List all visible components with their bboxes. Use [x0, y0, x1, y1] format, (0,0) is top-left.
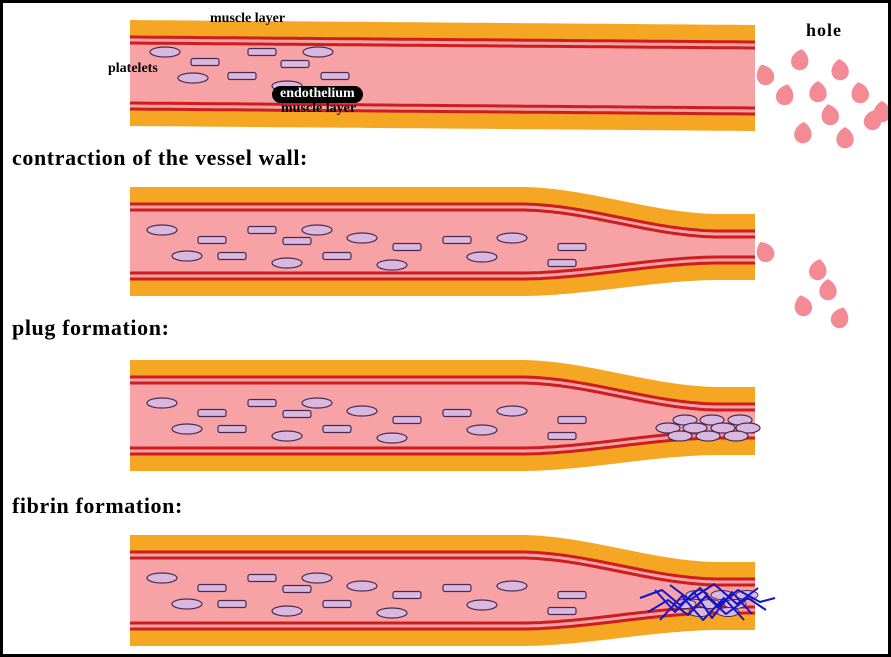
platelet-inactive: [323, 426, 351, 433]
platelet-inactive: [218, 253, 246, 260]
plug-platelet: [668, 431, 692, 441]
platelet: [347, 233, 377, 243]
heading-fibrin-formation: fibrin formation:: [12, 493, 183, 519]
red-blood-cell: [820, 103, 841, 127]
platelet: [497, 581, 527, 591]
platelet: [172, 424, 202, 434]
platelet-inactive: [558, 244, 586, 251]
heading-plug-formation: plug formation:: [12, 315, 170, 341]
platelet-inactive: [283, 586, 311, 593]
red-blood-cell: [836, 127, 853, 148]
red-blood-cell: [753, 62, 777, 88]
platelet: [272, 258, 302, 268]
red-blood-cell: [792, 293, 814, 318]
platelet: [302, 573, 332, 583]
platelet-inactive: [283, 238, 311, 245]
platelet: [302, 225, 332, 235]
platelet: [178, 73, 208, 83]
platelet-inactive: [393, 592, 421, 599]
platelet-inactive: [248, 575, 276, 582]
red-blood-cell: [809, 81, 826, 102]
label-muscle-layer-top: muscle layer: [210, 11, 285, 27]
label-muscle-layer-bottom: muscle layer: [281, 101, 356, 117]
platelet: [302, 398, 332, 408]
plug-platelet: [696, 431, 720, 441]
platelet: [467, 252, 497, 262]
platelet-inactive: [198, 237, 226, 244]
platelet: [147, 398, 177, 408]
platelet: [467, 425, 497, 435]
platelet-inactive: [283, 411, 311, 418]
red-blood-cell: [808, 258, 829, 282]
platelet-inactive: [281, 61, 309, 68]
blood-lumen: [130, 38, 755, 113]
platelet: [497, 233, 527, 243]
red-blood-cell: [819, 279, 836, 300]
platelet: [303, 47, 333, 57]
red-blood-cell: [873, 101, 890, 122]
platelet-inactive: [443, 585, 471, 592]
platelet-inactive: [248, 400, 276, 407]
platelet-inactive: [558, 592, 586, 599]
platelet-inactive: [323, 601, 351, 608]
platelet-inactive: [548, 433, 576, 440]
platelet: [147, 573, 177, 583]
red-blood-cell: [790, 48, 811, 72]
platelet: [347, 581, 377, 591]
platelet: [272, 606, 302, 616]
plug-platelet: [724, 431, 748, 441]
platelet: [172, 599, 202, 609]
platelet-inactive: [198, 585, 226, 592]
red-blood-cell: [752, 238, 777, 265]
vessel-3: [130, 360, 760, 471]
platelet: [272, 431, 302, 441]
red-blood-cell: [793, 121, 812, 144]
platelet-inactive: [548, 260, 576, 267]
vessel-1: [130, 20, 891, 148]
platelet: [150, 47, 180, 57]
platelet: [347, 406, 377, 416]
label-hole: hole: [806, 20, 842, 41]
platelet-inactive: [191, 59, 219, 66]
platelet: [377, 260, 407, 270]
platelet: [377, 608, 407, 618]
platelet-inactive: [548, 608, 576, 615]
platelet-inactive: [218, 426, 246, 433]
red-blood-cell: [830, 58, 849, 81]
heading-contraction: contraction of the vessel wall:: [12, 145, 308, 171]
platelet-inactive: [228, 73, 256, 80]
platelet: [467, 600, 497, 610]
platelet-inactive: [558, 417, 586, 424]
platelet: [497, 406, 527, 416]
red-blood-cell: [850, 81, 871, 105]
platelet: [147, 225, 177, 235]
platelet-inactive: [248, 227, 276, 234]
red-blood-cell: [828, 305, 852, 331]
platelet-inactive: [323, 253, 351, 260]
platelet-inactive: [393, 244, 421, 251]
platelet-inactive: [248, 49, 276, 56]
label-platelets: platelets: [108, 61, 158, 77]
vessel-2: [130, 187, 852, 331]
platelet-inactive: [443, 237, 471, 244]
platelet-inactive: [393, 417, 421, 424]
platelet-inactive: [443, 410, 471, 417]
platelet: [377, 433, 407, 443]
platelet-inactive: [198, 410, 226, 417]
vessel-4: [130, 535, 775, 646]
platelet: [172, 251, 202, 261]
platelet-inactive: [218, 601, 246, 608]
red-blood-cell: [774, 82, 796, 107]
platelet-inactive: [321, 73, 349, 80]
